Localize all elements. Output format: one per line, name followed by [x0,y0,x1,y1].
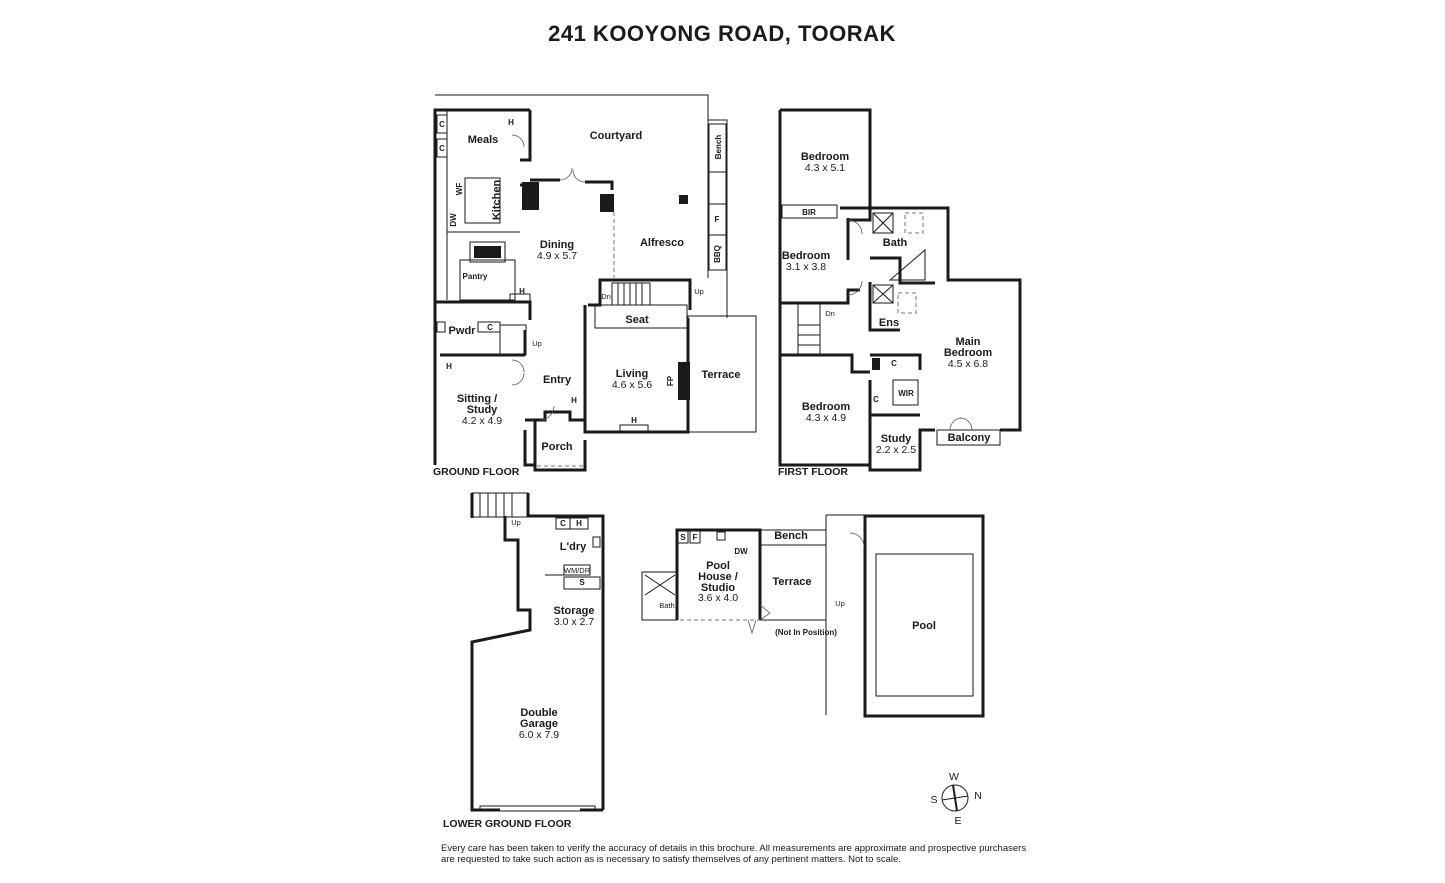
stairs-up-terrace: Up [694,287,704,296]
fixture-h-lower: H [576,519,582,528]
room-pwdr: Pwdr [449,325,477,337]
room-pool: Pool [912,620,936,632]
bedroom-3-dimensions: 4.3 x 4.9 [806,412,846,424]
main-bedroom-dimensions: 4.5 x 6.8 [948,358,988,370]
page-title: 241 KOOYONG ROAD, TOORAK [548,21,896,46]
room-garage: Double [520,707,557,719]
fixture-c-pwdr: C [487,323,493,332]
room-bedroom-1: Bedroom [801,151,850,163]
fixture-h-entry: H [571,396,577,405]
room-living: Living [616,368,648,380]
room-bench-pool: Bench [774,530,808,542]
fixture-h-pwdr: H [446,362,452,371]
floor-label-first: FIRST FLOOR [778,466,848,478]
room-main-bedroom: Main [955,336,980,348]
room-bath-first: Bath [883,237,908,249]
fixture-f-pool: F [693,533,698,542]
fixture-h-dining: H [519,287,525,296]
room-laundry: L'dry [560,541,587,553]
room-pantry: Pantry [463,272,488,281]
bbq-label: BBQ [713,245,722,263]
first-floor-plan [778,108,1022,472]
room-seat: Seat [625,314,649,326]
fixture-wf: WF [455,183,464,196]
fixture-s-lower: S [579,578,585,587]
room-terrace-pool: Terrace [773,576,812,588]
pool-area-plan [641,514,985,718]
fixture-fp: FP [666,375,675,386]
bedroom-1-dimensions: 4.3 x 5.1 [805,162,845,174]
room-meals: Meals [468,134,499,146]
compass-n: N [974,790,982,802]
disclaimer-text: Every care has been taken to verify the … [441,843,1027,865]
room-alfresco: Alfresco [640,237,684,249]
fixture-wm-dr: WM/DR [564,566,591,575]
room-main-bedroom-2: Bedroom [944,347,993,359]
not-in-position-note: (Not In Position) [775,628,837,637]
room-study: Study [881,433,912,445]
room-garage-2: Garage [520,718,558,730]
room-sitting-2: Study [467,404,498,416]
fixture-s-pool: S [680,533,686,542]
compass-s: S [930,794,937,806]
stairs-up-lower: Up [511,518,521,527]
storage-dimensions: 3.0 x 2.7 [554,616,594,628]
lower-ground-floor-plan [470,492,605,812]
living-dimensions: 4.6 x 5.6 [612,379,652,391]
room-porch: Porch [541,441,572,453]
sitting-dimensions: 4.2 x 4.9 [462,415,502,427]
room-pool-house-3: Studio [701,582,735,594]
fixture-c-first-1: C [891,359,897,368]
fixture-c-kitchen-2: C [439,144,445,153]
bath-pool-label: Bath [659,601,674,610]
bedroom-2-dimensions: 3.1 x 3.8 [786,261,826,273]
ground-floor-plan [433,94,757,472]
room-bedroom-2: Bedroom [782,250,831,262]
room-wir: WIR [898,389,914,398]
floor-label-ground: GROUND FLOOR [433,466,520,478]
room-bedroom-3: Bedroom [802,401,851,413]
room-bir: BIR [802,208,816,217]
fixture-f-ground: F [715,215,720,224]
bench-label-ground: Bench [714,135,723,160]
fixture-dw-kitchen: DW [449,213,458,227]
fixture-h-meals: H [508,118,514,127]
room-sitting: Sitting / [457,393,497,405]
garage-dimensions: 6.0 x 7.9 [519,729,559,741]
stairs-dn-first: Dn [825,309,835,318]
room-terrace-ground: Terrace [702,369,741,381]
fixture-dw-pool: DW [734,547,748,556]
room-balcony: Balcony [948,432,992,444]
pool-house-dimensions: 3.6 x 4.0 [698,592,738,604]
room-storage: Storage [554,605,595,617]
room-dining: Dining [540,239,574,251]
room-courtyard: Courtyard [590,130,643,142]
room-ens: Ens [879,317,899,329]
room-kitchen: Kitchen [491,180,503,221]
compass-w: W [949,771,959,783]
study-dimensions: 2.2 x 2.5 [876,444,916,456]
compass-rose [941,784,969,812]
room-pool-house-2: House / [698,571,738,583]
room-pool-house: Pool [706,560,730,572]
stairs-up-pool: Up [835,599,845,608]
dining-dimensions: 4.9 x 5.7 [537,250,577,262]
stairs-dn-ground: Dn [601,292,611,301]
room-entry: Entry [543,374,572,386]
stairs-up-ground: Up [532,339,542,348]
fixture-h-living: H [631,416,637,425]
fixture-c-lower: C [560,519,566,528]
fixture-c-kitchen-1: C [439,120,445,129]
compass-e: E [954,815,961,827]
floor-label-lower: LOWER GROUND FLOOR [443,818,572,830]
fixture-c-first-2: C [873,395,879,404]
